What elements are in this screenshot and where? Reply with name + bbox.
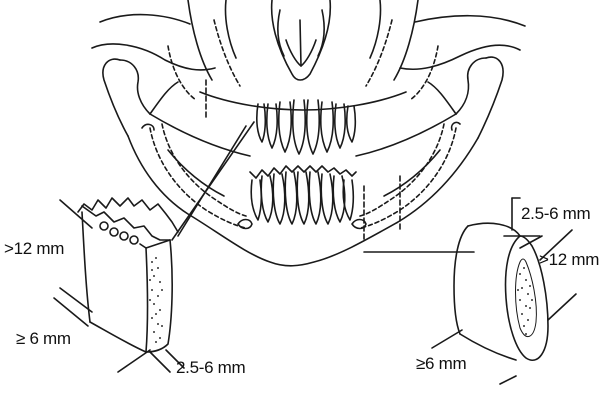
right-height-label: >12 mm — [539, 251, 599, 268]
left-height-label: >12 mm — [4, 240, 64, 257]
skull-outline — [92, 0, 525, 110]
right-width-label: ≥6 mm — [416, 355, 466, 372]
lower-teeth — [250, 166, 356, 224]
left-width-label: ≥ 6 mm — [16, 330, 71, 347]
left-thickness-label: 2.5-6 mm — [176, 359, 245, 376]
mandible-outline — [103, 57, 503, 266]
right-thickness-label: 2.5-6 mm — [521, 205, 590, 222]
left-cancellous-bone — [149, 257, 163, 343]
left-cross-section — [54, 198, 184, 372]
